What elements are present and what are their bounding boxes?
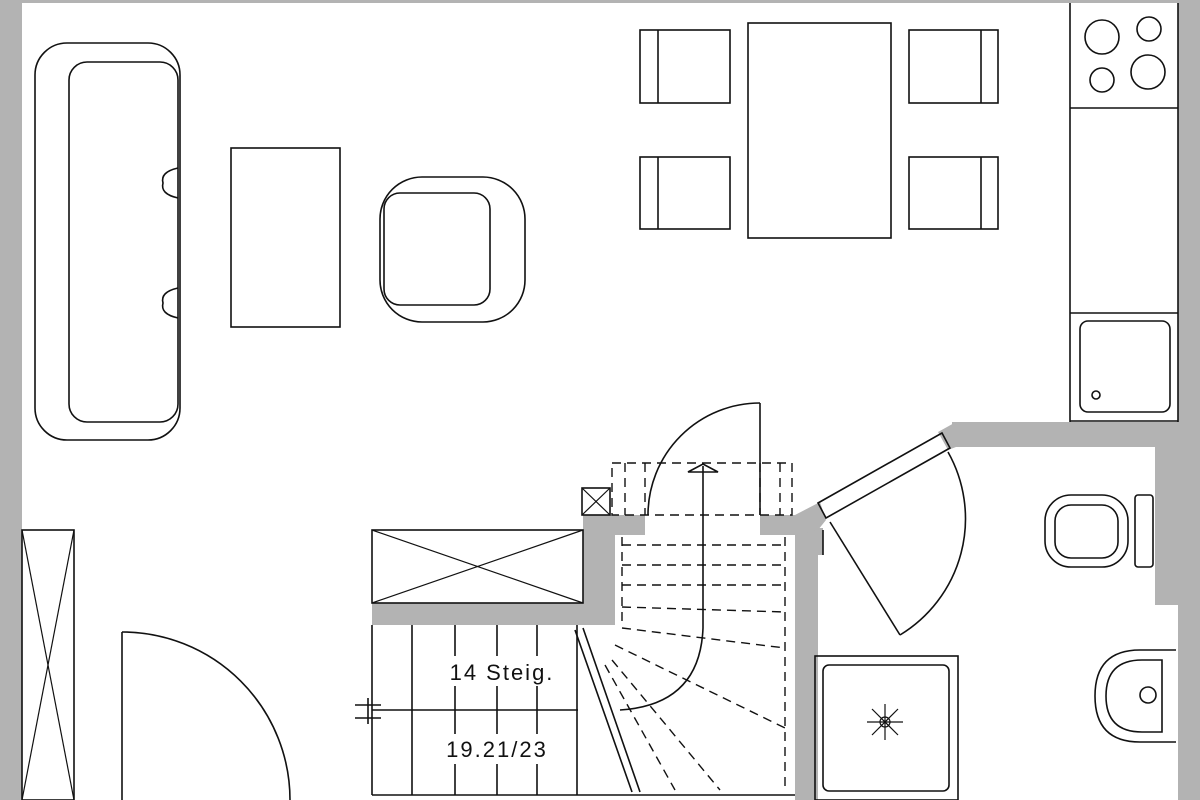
staircase: 14 Steig. 19.21/23 (355, 402, 795, 796)
bathroom-sink-basin (1105, 659, 1163, 733)
stove-burner-small-2 (1089, 67, 1115, 93)
dimension-label: 19.21/23 (446, 737, 548, 762)
sofa-outline (34, 42, 181, 441)
wall-stair-top-right (760, 515, 800, 535)
chair-bottom-right (908, 156, 999, 230)
stair-stringer-b (582, 627, 641, 793)
toilet-seat (1054, 504, 1119, 559)
winder-tread-7 (611, 659, 721, 791)
shower-drain-icon (867, 704, 903, 740)
shower-tray-inner (822, 664, 950, 792)
coffee-table (230, 147, 341, 328)
wall-bathroom-shaft (1155, 447, 1178, 605)
stove-burner-small-1 (1136, 16, 1162, 42)
toilet-tank (1134, 494, 1154, 568)
storage-cabinet (21, 529, 75, 800)
kitchen-sink (1079, 320, 1171, 413)
dining-set (639, 22, 999, 239)
stair-door-swing (647, 402, 761, 516)
bathroom-door-swing (899, 451, 967, 636)
wall-stair-horizontal (372, 603, 615, 625)
bathroom-door-leaf (829, 521, 901, 636)
winder-tread-8 (604, 664, 676, 791)
winder-tread-6 (614, 644, 786, 729)
stair-stringer-a (574, 629, 633, 793)
chair-top-left (639, 29, 731, 104)
winder-tread-4 (621, 606, 786, 613)
armchair (379, 176, 526, 323)
kitchen-sink-drain (1091, 390, 1101, 400)
wall-right (1178, 0, 1200, 800)
stair-void (371, 529, 584, 604)
bathroom-sink (1094, 649, 1176, 743)
wall-bathroom-corner (938, 422, 956, 450)
bathroom (814, 431, 1176, 800)
wall-bathroom-top (952, 422, 1178, 447)
wall-bathroom-jamb (818, 528, 823, 555)
stair-void-cross-b (371, 529, 584, 604)
wall-left (0, 0, 22, 800)
sofa-cushion-divider-upper (161, 167, 179, 199)
wall-top (0, 0, 1200, 3)
shaft-box (581, 487, 611, 516)
stair-walk-line-curve (619, 627, 704, 711)
chair-top-right (908, 29, 999, 104)
shaft-box-cross-b (581, 487, 611, 516)
wall-stair-top-right-diag (795, 502, 826, 535)
stair-upper-outline (611, 462, 793, 516)
bathroom-sink-drain (1139, 686, 1157, 704)
storage-cabinet-cross-b (21, 529, 75, 800)
wall-bathroom-left (795, 515, 818, 800)
entrance-door (121, 631, 291, 800)
step-count-label: 14 Steig. (450, 660, 555, 685)
armchair-seat (383, 192, 491, 306)
shower-tray (814, 655, 959, 800)
bathroom-diagonal-wall (816, 431, 952, 520)
stove-burner-large-2 (1130, 54, 1166, 90)
step-count-label-bg (440, 656, 565, 686)
kitchen-counter (1069, 3, 1179, 422)
armchair-outline (379, 176, 526, 323)
sofa-cushion-divider-lower (161, 287, 179, 319)
entrance-door-swing (121, 631, 291, 800)
sofa (34, 42, 181, 441)
chair-bottom-left (639, 156, 731, 230)
dimension-label-bg (440, 734, 555, 764)
storage-cabinet-outline (21, 529, 75, 800)
sofa-seat (68, 61, 179, 423)
toilet-bowl (1044, 494, 1129, 568)
dining-table (747, 22, 892, 239)
winder-tread-5 (621, 627, 786, 649)
stove-burner-large-1 (1084, 19, 1120, 55)
